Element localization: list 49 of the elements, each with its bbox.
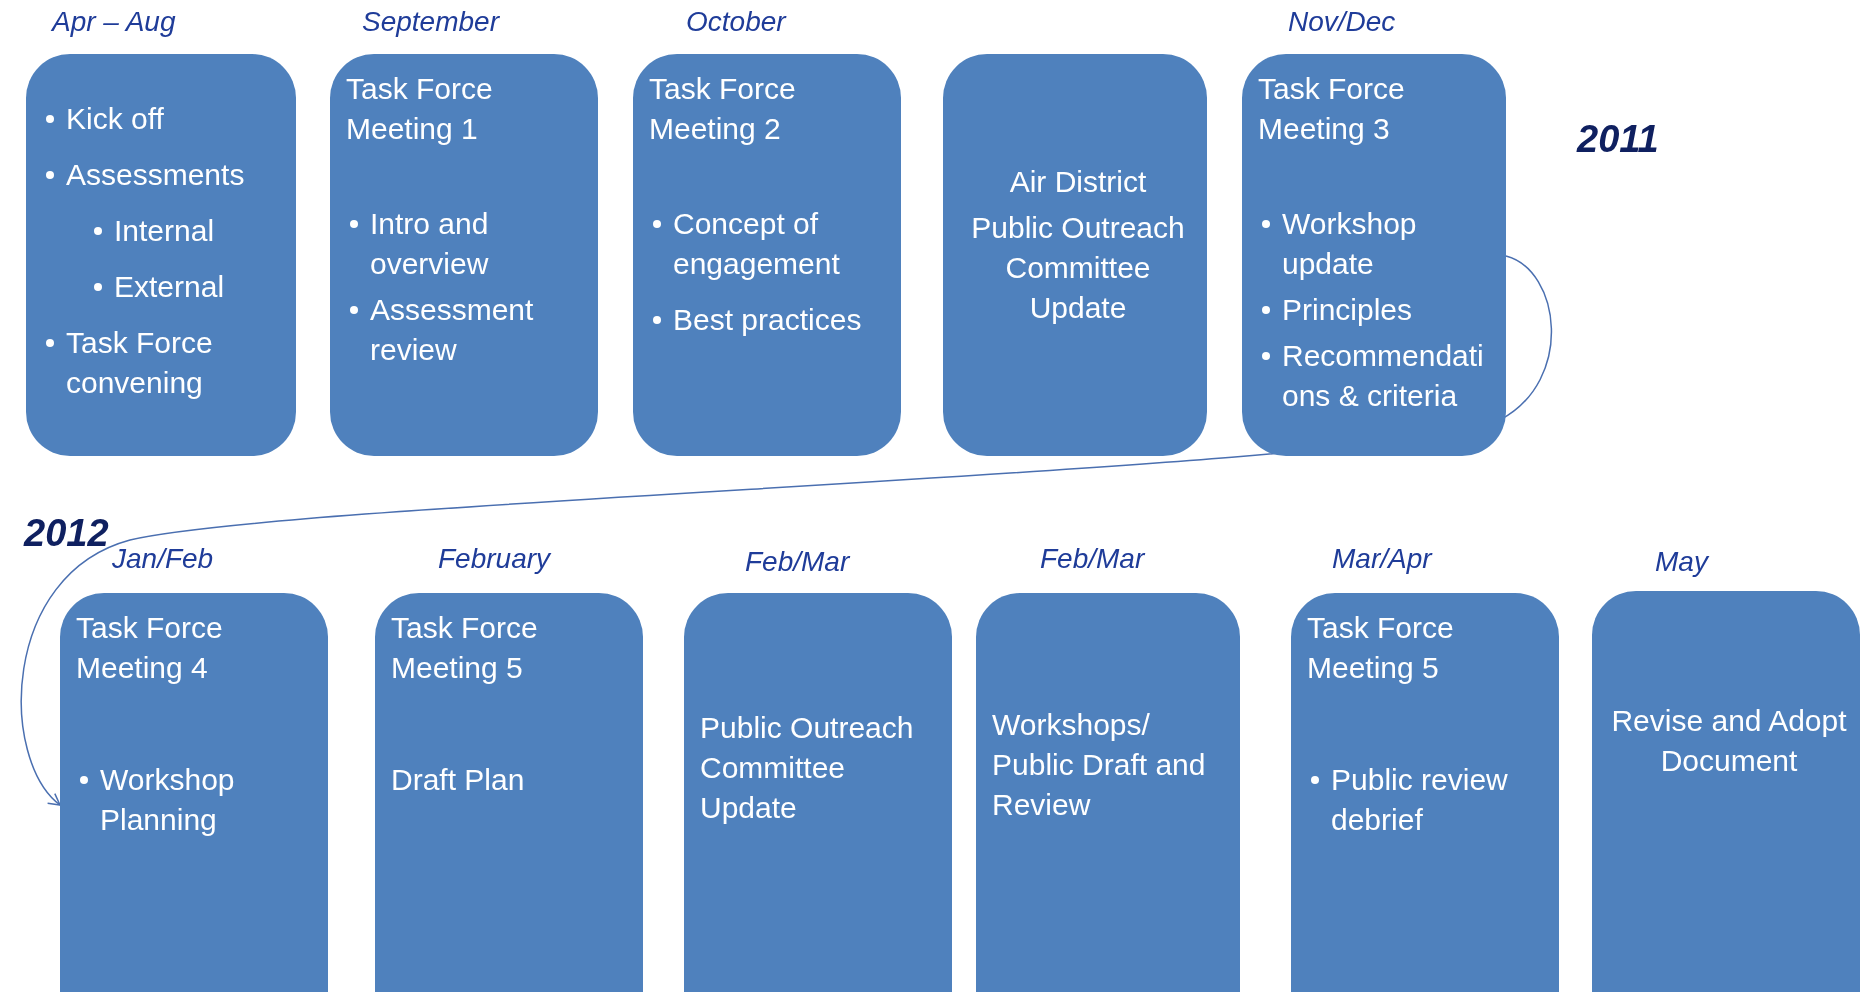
year-label: 2011	[1577, 118, 1659, 161]
box-text: Public Outreach Committee Update	[700, 710, 915, 826]
bullet-item: Workshop Planning	[76, 760, 318, 840]
box-heading: Task Force Meeting 5	[1307, 610, 1455, 686]
bullet-item: Task Force convening	[42, 323, 286, 403]
timeline-box	[1291, 593, 1559, 992]
timeline-box	[976, 593, 1240, 992]
bullet-item: Concept of engagement	[649, 204, 891, 284]
box-heading: Task Force Meeting 5	[391, 610, 539, 686]
box-text: Revise and Adopt Document	[1610, 703, 1848, 779]
bullet-item: Assessments	[42, 155, 286, 195]
timeline-box	[633, 54, 901, 456]
month-label: February	[438, 543, 551, 575]
month-label: Mar/Apr	[1332, 543, 1432, 575]
month-label: Jan/Feb	[112, 543, 214, 575]
bullet-item: Assessment review	[346, 290, 588, 370]
timeline-box	[375, 593, 643, 992]
month-label: Apr – Aug	[52, 6, 176, 38]
bullet-item: Kick off	[42, 99, 286, 139]
timeline-box	[1592, 591, 1860, 992]
timeline-box	[26, 54, 296, 456]
box-text: Air District	[1008, 164, 1148, 200]
box-heading: Task Force Meeting 4	[76, 610, 224, 686]
bullet-item: Intro and overview	[346, 204, 588, 284]
timeline-box	[1242, 54, 1506, 456]
bullet-item: Workshop update	[1258, 204, 1496, 284]
bullet-item: Principles	[1258, 290, 1496, 330]
timeline-box	[330, 54, 598, 456]
box-heading: Task Force Meeting 3	[1258, 71, 1406, 147]
timeline-box	[943, 54, 1207, 456]
timeline-box	[60, 593, 328, 992]
box-text: Public Outreach Committee Update	[970, 210, 1186, 326]
box-text: Draft Plan	[391, 762, 526, 798]
box-heading: Task Force Meeting 2	[649, 71, 797, 147]
month-label: Feb/Mar	[745, 546, 850, 578]
month-label: Feb/Mar	[1040, 543, 1145, 575]
bullet-item: Best practices	[649, 300, 891, 340]
bullet-item: Recommendations & criteria	[1258, 336, 1496, 416]
year-label: 2012	[24, 512, 109, 555]
month-label: Nov/Dec	[1288, 6, 1396, 38]
timeline-box	[684, 593, 952, 992]
month-label: October	[686, 6, 786, 38]
box-heading: Task Force Meeting 1	[346, 71, 494, 147]
month-label: September	[362, 6, 499, 38]
bullet-item: Internal	[42, 211, 286, 251]
box-text: Workshops/ Public Draft and Review	[992, 707, 1207, 823]
bullet-item: Public review debrief	[1307, 760, 1549, 840]
month-label: May	[1655, 546, 1708, 578]
bullet-item: External	[42, 267, 286, 307]
